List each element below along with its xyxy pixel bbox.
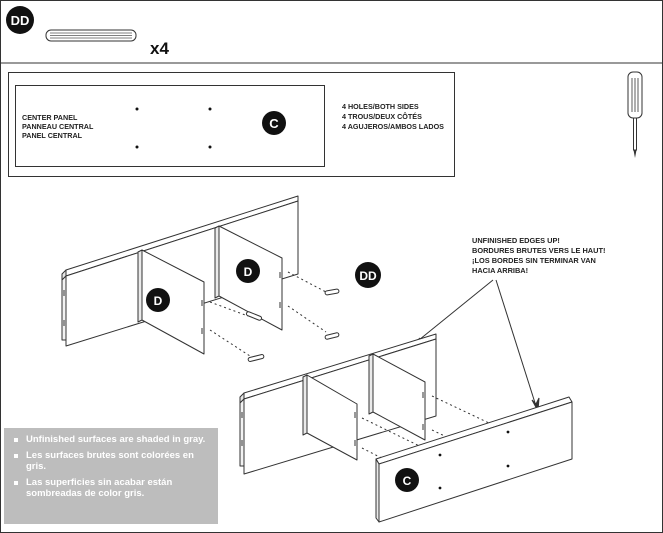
panel-badge-d-lower-label: D: [154, 294, 163, 308]
screwdriver-icon: [627, 71, 643, 158]
panel-badge-c-parts: C: [262, 111, 286, 135]
wood-dowel-icon: [45, 29, 137, 42]
quantity-label: x4: [150, 39, 169, 58]
note-list: Unfinished surfaces are shaded in gray. …: [12, 434, 212, 499]
center-panel-c: [375, 396, 573, 523]
note-item-fr: Les surfaces brutes sont colorées en gri…: [12, 450, 212, 472]
center-panel-holes: [135, 107, 212, 149]
upper-assembly: [61, 195, 327, 357]
part-badge-dd-assembly-label: DD: [359, 269, 377, 283]
center-panel-label: CENTER PANEL PANNEAU CENTRAL PANEL CENTR…: [22, 113, 95, 140]
panel-badge-c-parts-label: C: [269, 116, 279, 131]
panel-badge-c-assembly: C: [395, 468, 419, 492]
panel-badge-d-lower: D: [146, 288, 170, 312]
part-badge-dd: DD: [6, 6, 34, 34]
lower-assembly: [239, 333, 509, 489]
part-badge-dd-label: DD: [11, 13, 30, 28]
note-item-en: Unfinished surfaces are shaded in gray.: [12, 434, 212, 445]
unfinished-edges-note: UNFINISHED EDGES UP! BORDURES BRUTES VER…: [472, 236, 608, 275]
panel-badge-c-assembly-label: C: [403, 474, 412, 488]
part-badge-dd-assembly: DD: [355, 262, 381, 288]
panel-badge-d-upper: D: [236, 259, 260, 283]
panel-badge-d-upper-label: D: [244, 265, 253, 279]
dowel-pins-upper: [245, 288, 340, 362]
holes-note: 4 HOLES/BOTH SIDES 4 TROUS/DEUX CÔTÉS 4 …: [342, 102, 444, 131]
note-item-es: Las superficies sin acabar están sombrea…: [12, 477, 212, 499]
unfinished-surfaces-note: Unfinished surfaces are shaded in gray. …: [4, 428, 218, 524]
